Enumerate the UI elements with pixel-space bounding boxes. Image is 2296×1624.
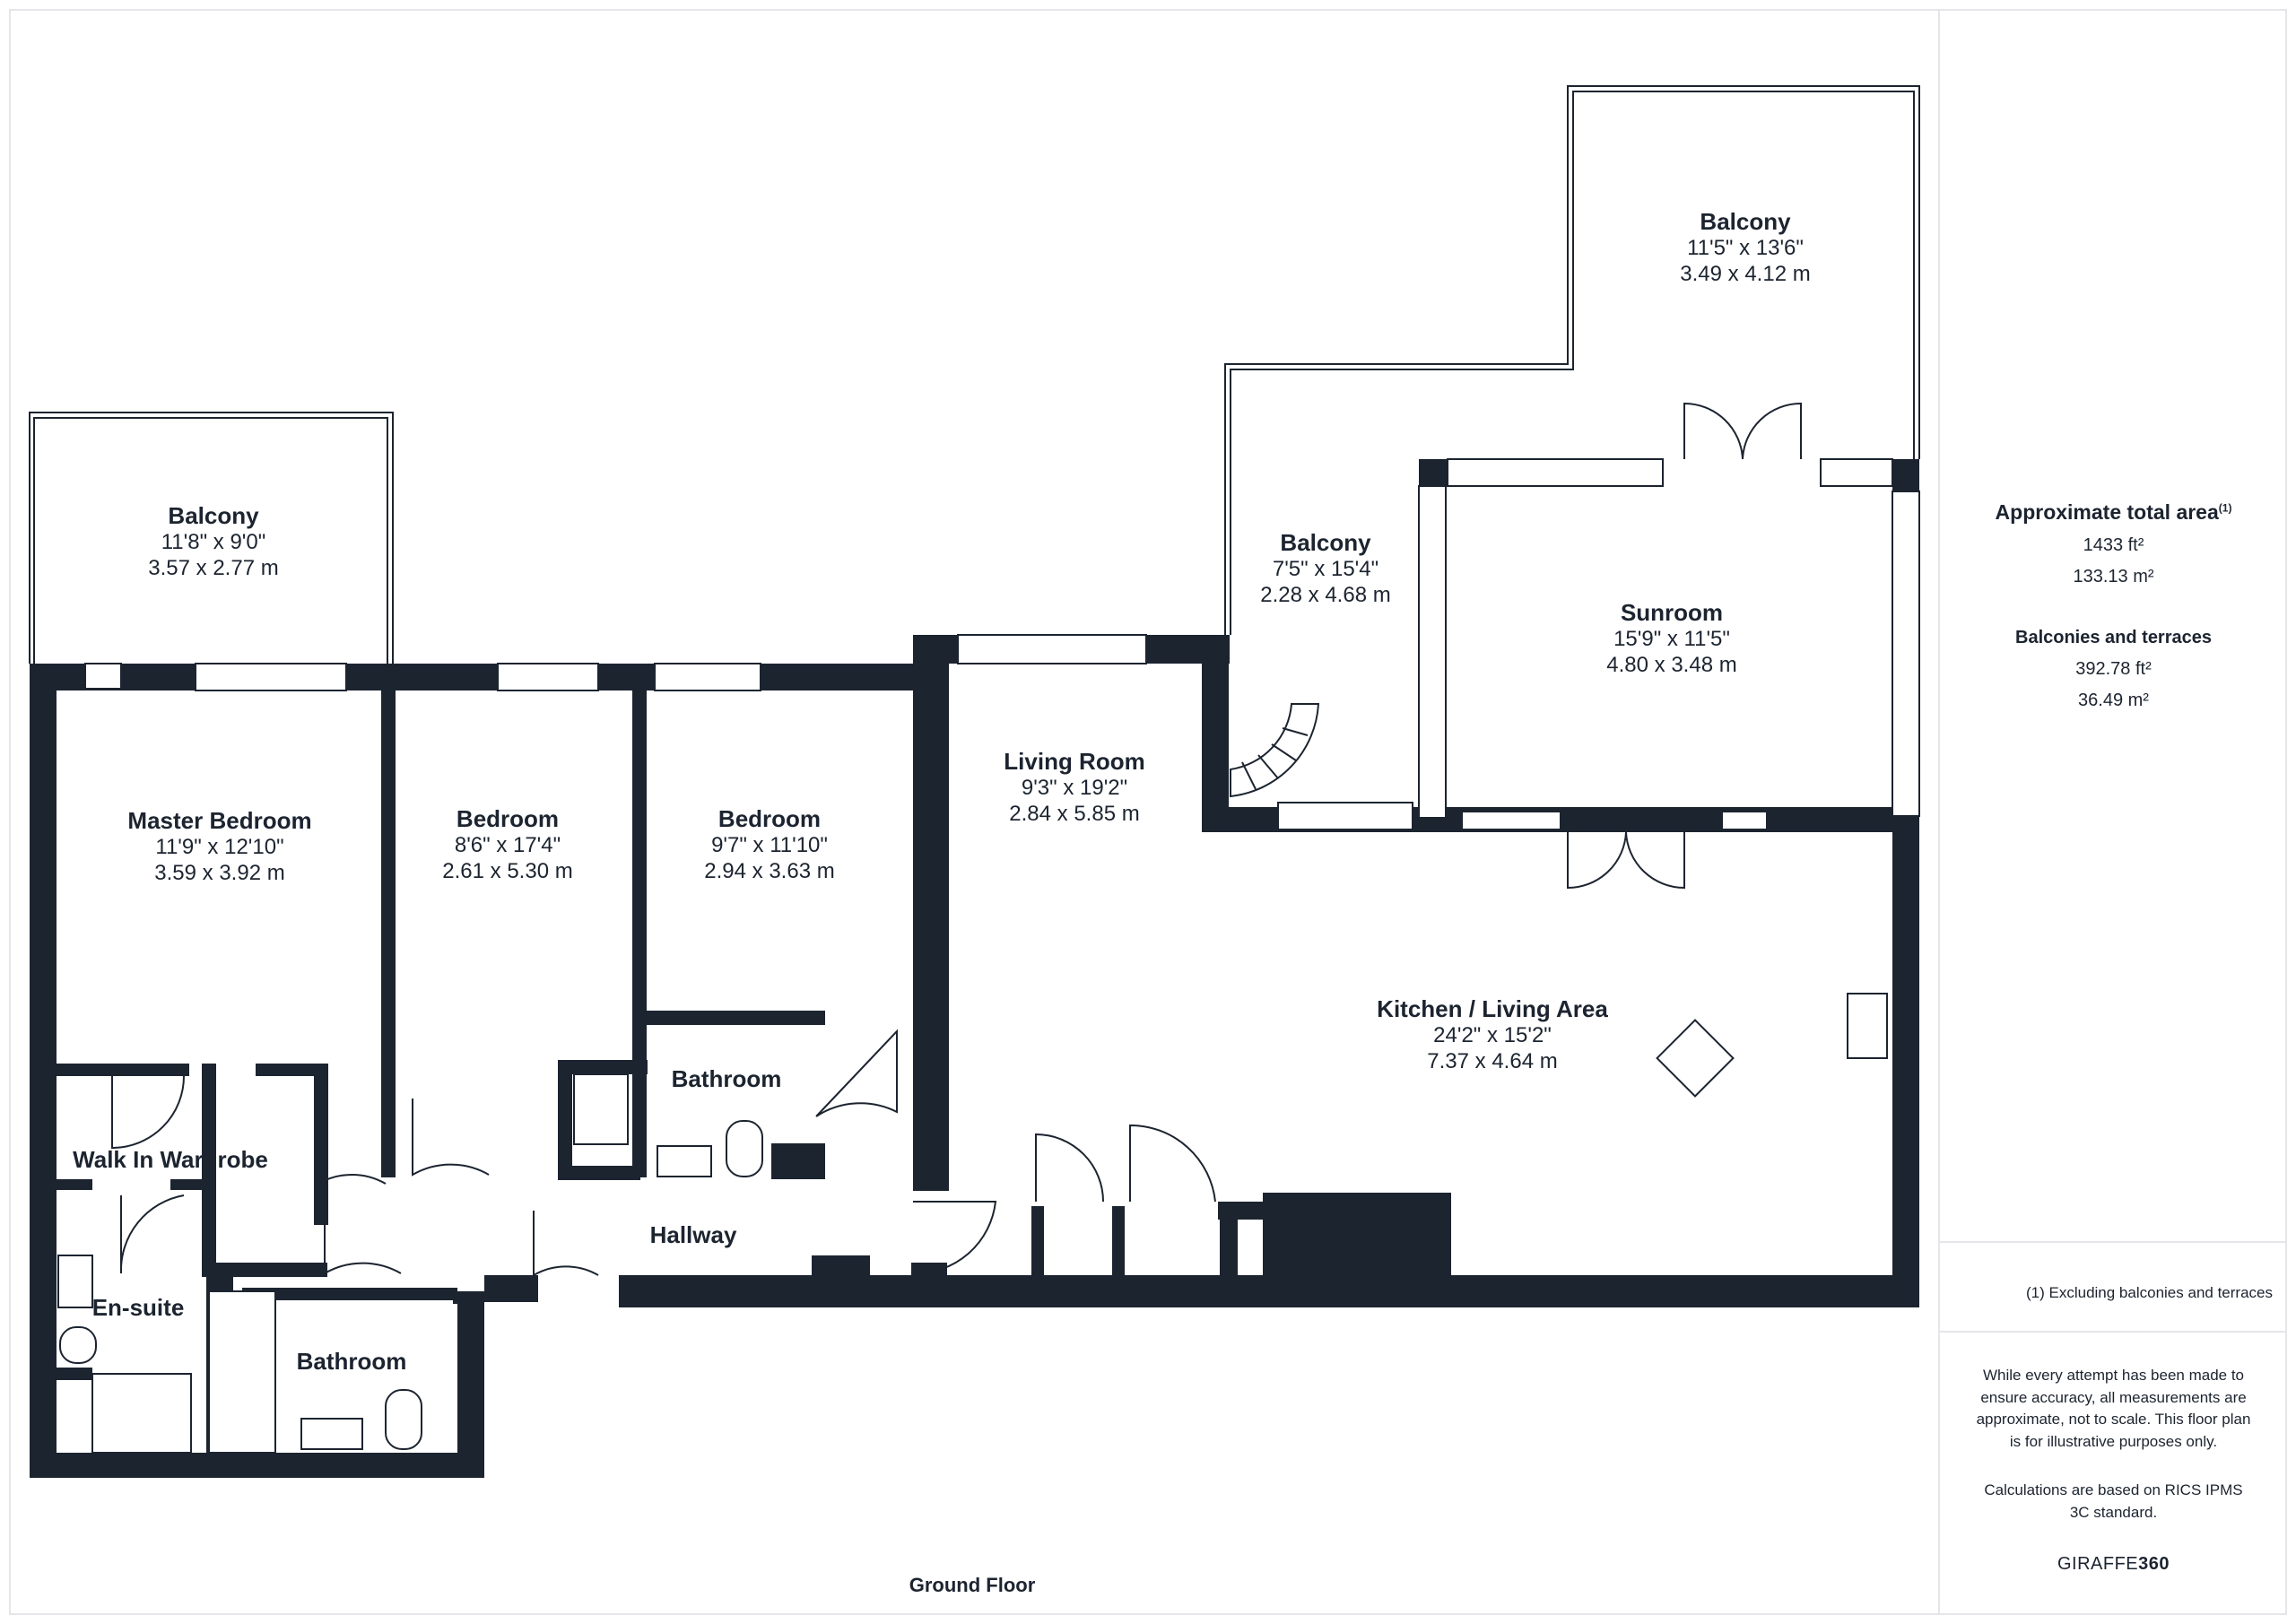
room-en-suite: En-suite bbox=[92, 1294, 185, 1322]
room-name: Kitchen / Living Area bbox=[1377, 995, 1608, 1022]
kitchen-sink bbox=[1847, 993, 1888, 1059]
page-frame bbox=[9, 9, 2287, 1615]
total-area-sup: (1) bbox=[2218, 501, 2232, 515]
basin-1 bbox=[657, 1145, 712, 1177]
balcony-left-outline bbox=[29, 412, 394, 664]
sidebar-divider bbox=[1940, 1241, 2287, 1243]
room-metric: 2.94 x 3.63 m bbox=[704, 858, 835, 883]
balconies-title: Balconies and terraces bbox=[2015, 628, 2212, 647]
room-imperial: 9'7" x 11'10" bbox=[711, 833, 828, 858]
disclaimer: While every attempt has been made to ens… bbox=[1976, 1367, 2251, 1450]
room-imperial: 11'9" x 12'10" bbox=[155, 835, 284, 860]
brand-text-a: GIRAFFE bbox=[2057, 1554, 2139, 1574]
room-metric: 2.61 x 5.30 m bbox=[442, 858, 573, 883]
floor-label: Ground Floor bbox=[909, 1574, 1036, 1596]
room-name: En-suite bbox=[91, 1294, 185, 1321]
room-hallway: Hallway bbox=[650, 1221, 737, 1249]
room-metric: 3.59 x 3.92 m bbox=[154, 860, 285, 885]
room-imperial: 15'9" x 11'5" bbox=[1613, 627, 1730, 652]
room-name: Balcony bbox=[1700, 208, 1791, 235]
shower-tray-ensuite bbox=[91, 1373, 192, 1454]
balconies-sqft: 392.78 ft² bbox=[2075, 659, 2152, 679]
door-swings bbox=[111, 402, 1802, 1277]
cabinet-ensuite bbox=[57, 1255, 93, 1308]
toilet-2 bbox=[385, 1389, 422, 1450]
room-bedroom-2: Bedroom 8'6" x 17'4" 2.61 x 5.30 m bbox=[442, 805, 572, 885]
balcony-left-outline-inner bbox=[33, 417, 388, 664]
room-balcony-mid: Balcony 7'5" x 15'4" 2.28 x 4.68 m bbox=[1260, 529, 1390, 609]
room-name: Walk In Wardrobe bbox=[73, 1146, 268, 1173]
room-balcony-top: Balcony 11'5" x 13'6" 3.49 x 4.12 m bbox=[1680, 208, 1810, 288]
room-imperial: 7'5" x 15'4" bbox=[1272, 557, 1379, 582]
room-name: Bedroom bbox=[718, 805, 822, 832]
balcony-top-outline bbox=[1224, 85, 1920, 635]
room-metric: 2.84 x 5.85 m bbox=[1009, 801, 1140, 826]
balconies-block: Balconies and terraces 392.78 ft² 36.49 … bbox=[1940, 628, 2287, 711]
windows bbox=[84, 458, 1920, 830]
room-living-room: Living Room 9'3" x 19'2" 2.84 x 5.85 m bbox=[1004, 748, 1144, 828]
sidebar-divider bbox=[1940, 1331, 2287, 1333]
footnote: (1) Excluding balconies and terraces bbox=[2026, 1284, 2273, 1301]
room-metric: 3.49 x 4.12 m bbox=[1680, 261, 1811, 286]
spiral-stair bbox=[1230, 703, 1320, 798]
balcony-top-outline-inner bbox=[1230, 91, 1915, 635]
total-area-title: Approximate total area(1) bbox=[1940, 500, 2287, 525]
toilet-1 bbox=[726, 1120, 763, 1177]
room-imperial: 11'8" x 9'0" bbox=[161, 530, 266, 555]
room-name: Sunroom bbox=[1620, 599, 1724, 626]
room-name: Balcony bbox=[168, 502, 259, 529]
hob bbox=[1656, 1019, 1735, 1098]
room-master-bedroom: Master Bedroom 11'9" x 12'10" 3.59 x 3.9… bbox=[127, 807, 311, 887]
room-metric: 2.28 x 4.68 m bbox=[1260, 582, 1391, 607]
room-imperial: 24'2" x 15'2" bbox=[1433, 1023, 1552, 1048]
toilet-ensuite bbox=[59, 1326, 97, 1364]
room-name: Master Bedroom bbox=[127, 807, 312, 834]
room-name: Balcony bbox=[1280, 529, 1371, 556]
brand-text-b: 360 bbox=[2138, 1554, 2170, 1574]
room-name: Bathroom bbox=[671, 1065, 782, 1092]
room-walk-in-wardrobe: Walk In Wardrobe bbox=[73, 1146, 268, 1174]
room-name: Living Room bbox=[1004, 748, 1145, 775]
floor-plan bbox=[29, 85, 1920, 1478]
balcony-outlines bbox=[29, 85, 1920, 664]
total-sqm: 133.13 m² bbox=[2073, 567, 2154, 586]
total-sqft: 1433 ft² bbox=[2083, 535, 2144, 555]
balconies-sqm: 36.49 m² bbox=[2078, 690, 2149, 710]
bathtub bbox=[208, 1290, 276, 1454]
room-sunroom: Sunroom 15'9" x 11'5" 4.80 x 3.48 m bbox=[1606, 599, 1736, 679]
room-balcony-left: Balcony 11'8" x 9'0" 3.57 x 2.77 m bbox=[148, 502, 278, 582]
fixtures bbox=[57, 993, 1888, 1454]
room-metric: 7.37 x 4.64 m bbox=[1427, 1048, 1558, 1073]
basin-2 bbox=[300, 1418, 363, 1450]
room-bedroom-3: Bedroom 9'7" x 11'10" 2.94 x 3.63 m bbox=[704, 805, 834, 885]
total-area-block: Approximate total area(1) 1433 ft² 133.1… bbox=[1940, 500, 2287, 587]
room-imperial: 8'6" x 17'4" bbox=[454, 833, 561, 858]
room-metric: 3.57 x 2.77 m bbox=[148, 555, 279, 580]
info-sidebar: Approximate total area(1) 1433 ft² 133.1… bbox=[1938, 9, 2287, 1615]
room-name: Hallway bbox=[649, 1221, 737, 1248]
room-name: Bedroom bbox=[456, 805, 560, 832]
room-metric: 4.80 x 3.48 m bbox=[1606, 652, 1737, 677]
room-bathroom-1: Bathroom bbox=[672, 1065, 782, 1093]
shower-tray-1 bbox=[573, 1073, 629, 1145]
room-kitchen-living: Kitchen / Living Area 24'2" x 15'2" 7.37… bbox=[1377, 995, 1608, 1075]
calc-note: Calculations are based on RICS IPMS 3C s… bbox=[1984, 1481, 2243, 1521]
room-bathroom-2: Bathroom bbox=[297, 1348, 407, 1376]
room-imperial: 9'3" x 19'2" bbox=[1021, 776, 1128, 801]
total-area-title-text: Approximate total area bbox=[1995, 500, 2219, 524]
room-name: Bathroom bbox=[296, 1348, 407, 1375]
brand-logo: GIRAFFE360 bbox=[1940, 1554, 2287, 1575]
room-imperial: 11'5" x 13'6" bbox=[1687, 236, 1804, 261]
